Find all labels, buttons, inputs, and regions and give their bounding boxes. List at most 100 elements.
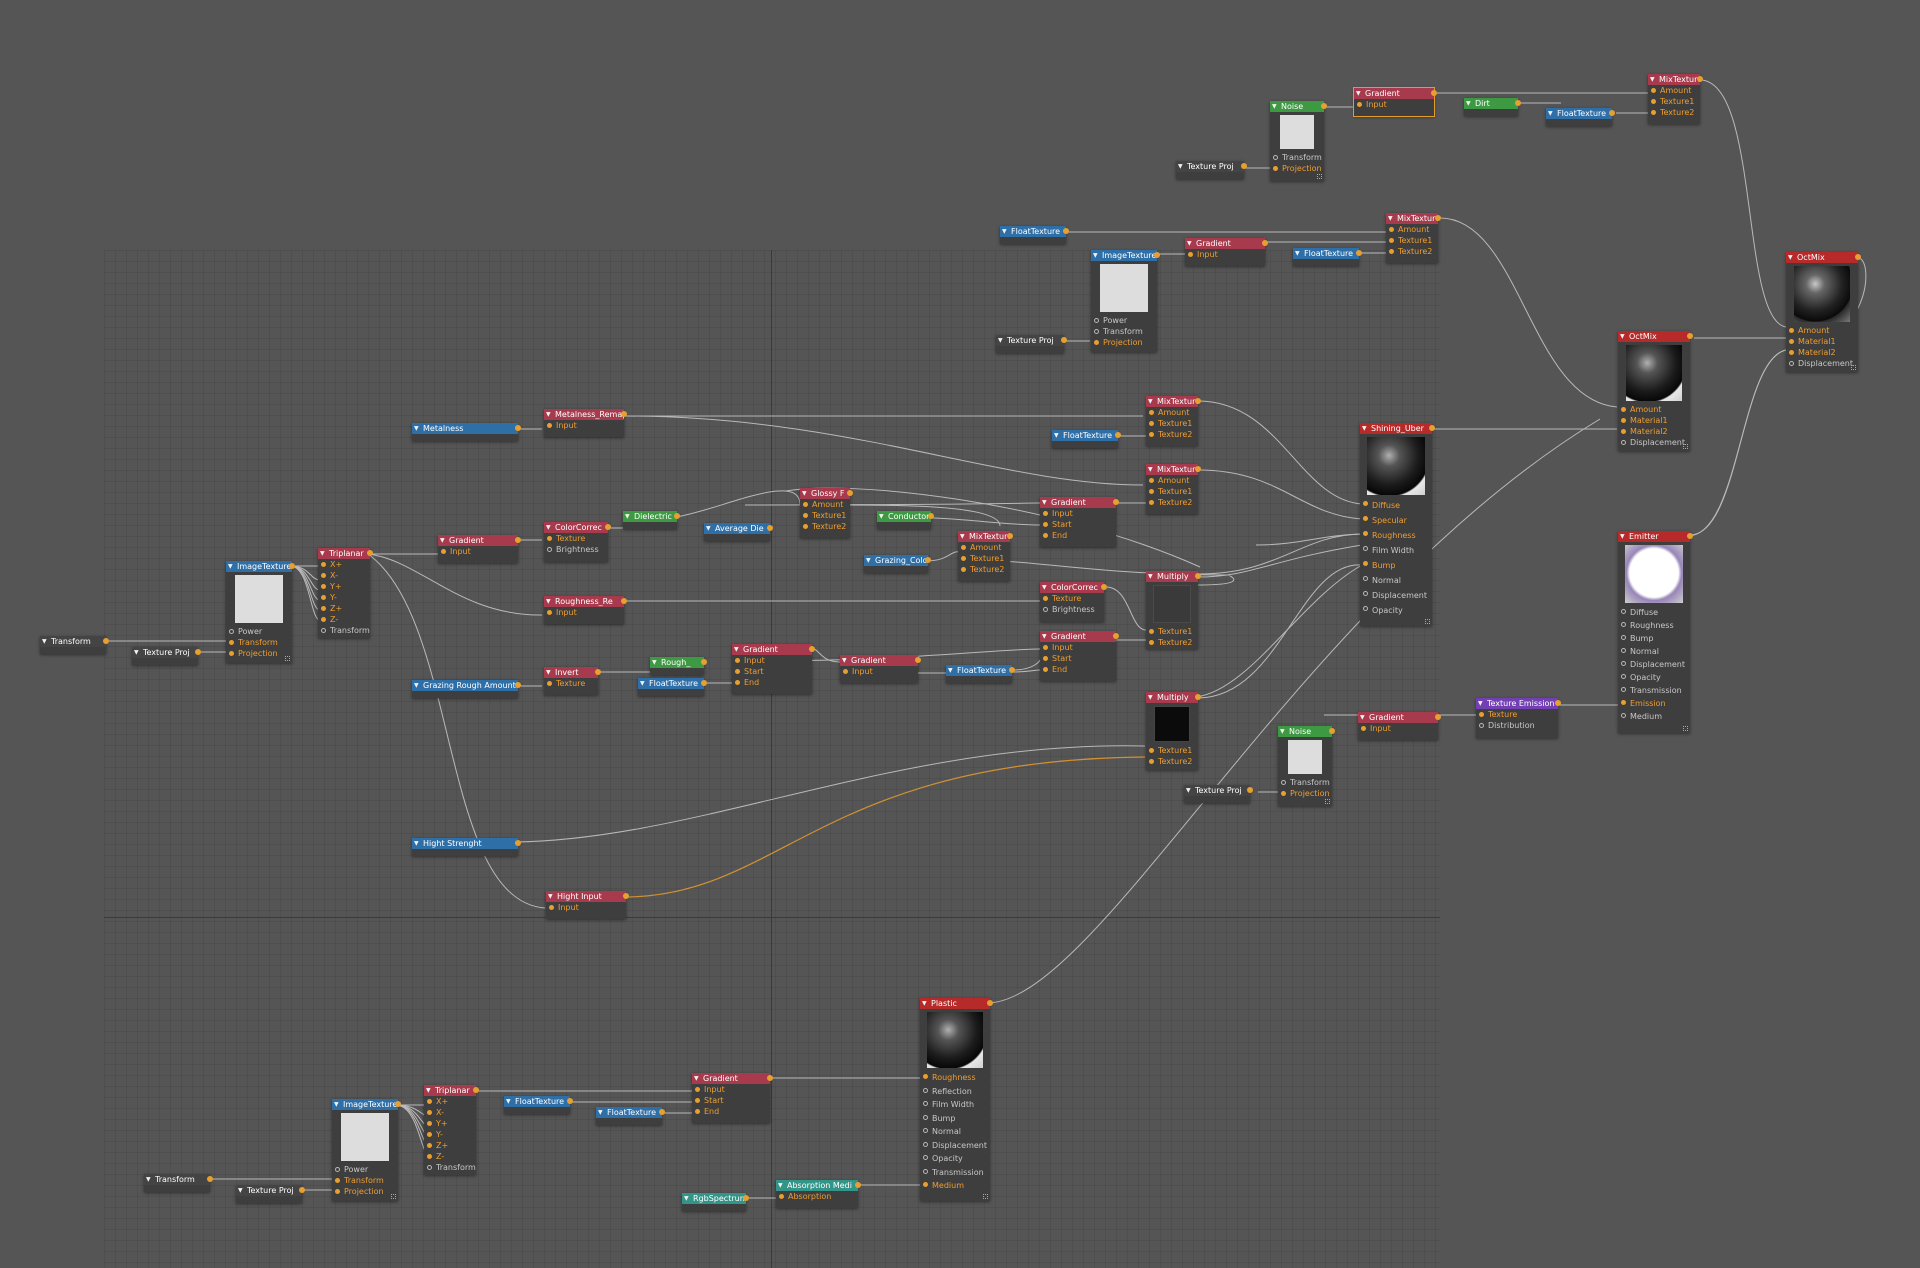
port-roughness[interactable]: Roughness [920, 1071, 990, 1085]
port-opacity[interactable]: Opacity [1360, 603, 1432, 618]
port-dot-icon[interactable] [1061, 337, 1067, 343]
resize-grip-icon[interactable] [285, 656, 290, 661]
port-diffuse[interactable]: Diffuse [1618, 606, 1690, 619]
port-absorption[interactable]: Absorption [776, 1191, 858, 1202]
node-header[interactable]: Multiply [1146, 692, 1198, 703]
port-texture1[interactable]: Texture1 [1146, 418, 1198, 429]
node-header[interactable]: Invert [544, 667, 598, 678]
node-header[interactable]: Texture Proj [1176, 161, 1244, 172]
port-dot-icon[interactable] [605, 524, 611, 530]
port-dot-icon[interactable] [1329, 728, 1335, 734]
port-dot-icon[interactable] [915, 657, 921, 663]
port-texture2[interactable]: Texture2 [1146, 756, 1198, 767]
port-dot-icon[interactable] [1195, 573, 1201, 579]
node-header[interactable]: MixTexture [1146, 464, 1198, 475]
node-header[interactable]: ColorCorrec [1040, 582, 1104, 593]
node-header[interactable]: FloatTexture [1052, 430, 1118, 441]
port-input[interactable]: Input [692, 1084, 770, 1095]
port-input[interactable]: Input [732, 655, 812, 666]
port-start[interactable]: Start [732, 666, 812, 677]
port-texture1[interactable]: Texture1 [800, 510, 850, 521]
port-film-width[interactable]: Film Width [1360, 543, 1432, 558]
port-displacement[interactable]: Displacement [1618, 658, 1690, 671]
port-power[interactable]: Power [332, 1164, 398, 1175]
texture-projection-node[interactable]: Texture Proj [236, 1185, 305, 1203]
port-x-minus[interactable]: X- [318, 570, 370, 581]
port-medium[interactable]: Medium [1618, 710, 1690, 723]
conductor-node[interactable]: Conductor [877, 511, 934, 529]
port-amount[interactable]: Amount [1648, 85, 1700, 96]
port-texture1[interactable]: Texture1 [1648, 96, 1700, 107]
port-input[interactable]: Input [840, 666, 918, 677]
port-texture2[interactable]: Texture2 [1648, 107, 1700, 118]
port-dot-icon[interactable] [809, 646, 815, 652]
port-x-plus[interactable]: X+ [318, 559, 370, 570]
node-header[interactable]: ImageTexture [1091, 250, 1157, 261]
port-texture2[interactable]: Texture2 [1146, 497, 1198, 508]
port-displacement[interactable]: Displacement [1618, 437, 1690, 448]
port-texture2[interactable]: Texture2 [1146, 637, 1198, 648]
port-dot-icon[interactable] [595, 669, 601, 675]
port-displacement[interactable]: Displacement [920, 1139, 990, 1153]
port-dot-icon[interactable] [701, 680, 707, 686]
port-medium[interactable]: Medium [920, 1179, 990, 1193]
port-reflection[interactable]: Reflection [920, 1085, 990, 1099]
port-amount[interactable]: Amount [1386, 224, 1438, 235]
port-dot-icon[interactable] [299, 1187, 305, 1193]
node-header[interactable]: Conductor [877, 511, 931, 522]
node-header[interactable]: MixTexture [958, 531, 1010, 542]
port-material2[interactable]: Material2 [1618, 426, 1690, 437]
port-projection[interactable]: Projection [1270, 163, 1324, 174]
port-input[interactable]: Input [1040, 508, 1116, 519]
node-header[interactable]: Transform [144, 1174, 210, 1185]
port-projection[interactable]: Projection [226, 648, 292, 659]
rough-node[interactable]: Rough_ [650, 657, 707, 675]
port-transform[interactable]: Transform [1278, 777, 1332, 788]
node-header[interactable]: Gradient [438, 535, 518, 546]
port-dot-icon[interactable] [367, 550, 373, 556]
port-texture2[interactable]: Texture2 [1386, 246, 1438, 257]
port-input[interactable]: Input [544, 420, 624, 431]
node-header[interactable]: MixTexture [1648, 74, 1700, 85]
port-x-plus[interactable]: X+ [424, 1096, 476, 1107]
float-texture-node[interactable]: FloatTexture [504, 1096, 573, 1114]
node-header[interactable]: Average Die [704, 523, 770, 534]
node-header[interactable]: MixTexture [1386, 213, 1438, 224]
node-header[interactable]: Gradient [692, 1073, 770, 1084]
port-texture[interactable]: Texture [544, 533, 608, 544]
port-dot-icon[interactable] [1435, 215, 1441, 221]
port-start[interactable]: Start [1040, 519, 1116, 530]
dirt-node[interactable]: Dirt [1464, 98, 1521, 116]
transform-node[interactable]: Transform [144, 1174, 213, 1192]
port-y-plus[interactable]: Y+ [318, 581, 370, 592]
node-header[interactable]: Triplanar [318, 548, 370, 559]
port-dot-icon[interactable] [515, 840, 521, 846]
port-dot-icon[interactable] [1321, 103, 1327, 109]
port-transform[interactable]: Transform [424, 1162, 476, 1173]
port-texture[interactable]: Texture [544, 678, 598, 689]
port-material1[interactable]: Material1 [1786, 336, 1858, 347]
float-texture-node[interactable]: FloatTexture [1293, 248, 1362, 266]
node-header[interactable]: Dielectric [623, 511, 677, 522]
port-amount[interactable]: Amount [800, 499, 850, 510]
port-brightness[interactable]: Brightness [544, 544, 608, 555]
port-start[interactable]: Start [1040, 653, 1116, 664]
port-end[interactable]: End [1040, 530, 1116, 541]
node-header[interactable]: MixTexture [1146, 396, 1198, 407]
port-x-minus[interactable]: X- [424, 1107, 476, 1118]
port-texture2[interactable]: Texture2 [800, 521, 850, 532]
port-end[interactable]: End [692, 1106, 770, 1117]
port-dot-icon[interactable] [1007, 533, 1013, 539]
port-material1[interactable]: Material1 [1618, 415, 1690, 426]
port-y-minus[interactable]: Y- [318, 592, 370, 603]
